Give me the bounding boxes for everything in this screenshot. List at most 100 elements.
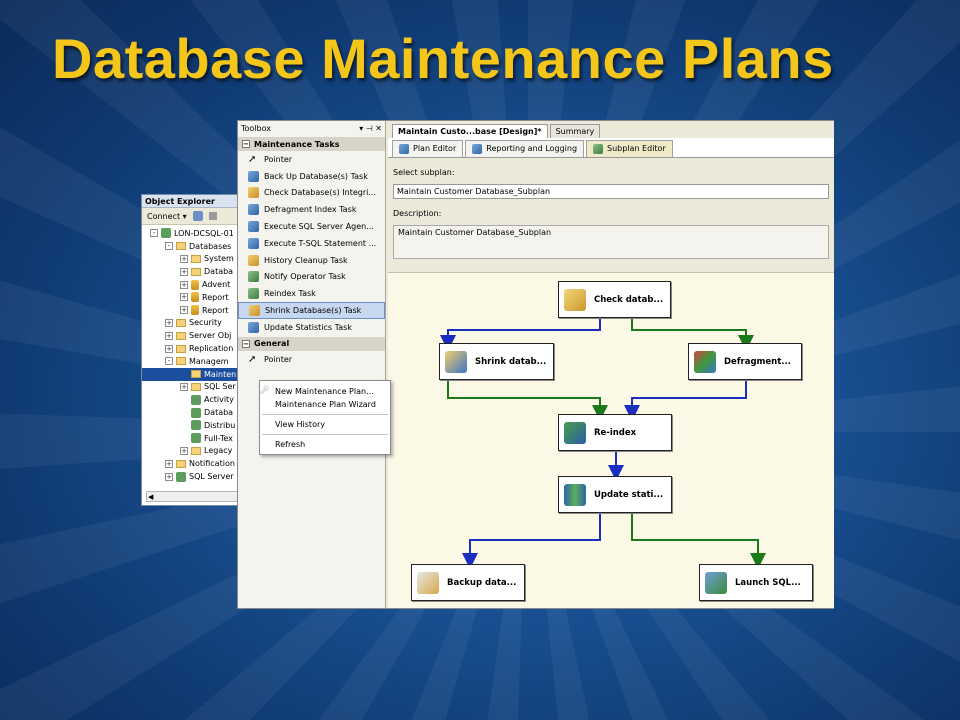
expand-icon[interactable]: + [180, 267, 188, 276]
collapse-icon[interactable]: − [242, 339, 250, 348]
expand-icon[interactable]: + [165, 318, 173, 327]
stop-icon[interactable] [208, 212, 217, 220]
toolbox-item[interactable]: Execute T-SQL Statement ... [238, 235, 385, 252]
tree-spacer [180, 434, 188, 442]
tree-item[interactable]: + Notification [142, 457, 244, 470]
expand-icon[interactable]: + [165, 344, 173, 353]
designer-sub-tabs: Plan Editor Reporting and Logging Subpla… [388, 138, 834, 158]
toolbox-item[interactable]: ➚Pointer [238, 151, 385, 168]
folder-icon [176, 459, 186, 468]
tree-item[interactable]: Distribu [142, 419, 244, 432]
folder-icon [176, 318, 186, 327]
toolbox-item[interactable]: Notify Operator Task [238, 269, 385, 286]
tab-design[interactable]: Maintain Custo...base [Design]* [392, 124, 548, 138]
expand-icon[interactable]: + [180, 254, 188, 263]
tab-summary[interactable]: Summary [549, 124, 601, 138]
expand-icon[interactable]: + [180, 382, 188, 391]
task-update-statistics[interactable]: Update stati... [558, 476, 672, 513]
tree-item[interactable]: Activity [142, 393, 244, 406]
gear-icon [191, 394, 201, 405]
toolbox-item[interactable]: Update Statistics Task [238, 319, 385, 336]
tree-item[interactable]: + Advent [142, 278, 244, 291]
subplan-select[interactable]: Maintain Customer Database_Subplan [393, 184, 829, 199]
collapse-icon[interactable]: - [165, 357, 173, 366]
shrink-database-icon [445, 350, 467, 373]
toolbox-section-maintenance-tasks[interactable]: − Maintenance Tasks [238, 137, 385, 151]
tree-item[interactable]: -Managem [142, 355, 244, 368]
folder-icon [191, 254, 201, 263]
horizontal-scrollbar[interactable]: ◀ [146, 491, 242, 502]
tree-item[interactable]: +System [142, 253, 244, 266]
collapse-icon[interactable]: - [165, 242, 173, 251]
tree-item[interactable]: Mainten [142, 367, 244, 381]
description-field[interactable]: Maintain Customer Database_Subplan [393, 225, 829, 259]
task-launch-sql-agent-job[interactable]: Launch SQL... [699, 564, 813, 601]
tab-reporting-logging[interactable]: Reporting and Logging [465, 140, 585, 157]
tree-item[interactable]: Full-Tex [142, 432, 244, 445]
toolbox-item-label: Execute SQL Server Agen... [264, 222, 374, 232]
toolbox-item-label: Update Statistics Task [264, 322, 352, 332]
collapse-icon[interactable]: − [242, 140, 250, 148]
toolbox-item-label: Shrink Database(s) Task [265, 306, 362, 316]
toolbox-item[interactable]: Execute SQL Server Agen... [238, 218, 385, 235]
filter-icon[interactable] [192, 211, 203, 221]
expand-icon[interactable]: + [180, 446, 188, 455]
task-defragment[interactable]: Defragment... [688, 343, 802, 380]
menu-refresh[interactable]: Refresh [275, 440, 306, 449]
tree-item-label: Server Obj [189, 331, 232, 341]
gear-icon [176, 471, 186, 482]
tree-item[interactable]: +Report [142, 291, 244, 304]
tree-item[interactable]: +SQL Server [142, 470, 244, 483]
menu-maintenance-plan-wizard[interactable]: Maintenance Plan Wizard [275, 400, 376, 409]
toolbox-item-label: Pointer [264, 354, 293, 364]
tree-item[interactable]: -LON-DCSQL-01 [142, 227, 244, 240]
reporting-icon [472, 144, 483, 154]
expand-icon[interactable]: + [180, 306, 188, 315]
toolbox-header-icons[interactable]: ▾ ⊣ ✕ [359, 124, 382, 133]
tree-item[interactable]: + Server Obj [142, 329, 244, 342]
tree-item[interactable]: + Databa [142, 265, 244, 278]
connect-button[interactable]: Connect ▾ [147, 211, 187, 221]
tree-item-label: Advent [202, 280, 231, 290]
task-reindex[interactable]: Re-index [558, 414, 672, 451]
connector-update-launch [631, 513, 766, 569]
toolbox-item[interactable]: Defragment Index Task [238, 201, 385, 218]
tree-spacer [180, 409, 188, 417]
tree-item[interactable]: Databa [142, 406, 244, 419]
toolbox-item[interactable]: Back Up Database(s) Task [238, 168, 385, 185]
toolbox-item[interactable]: Check Database(s) Integri... [238, 185, 385, 202]
tab-subplan-editor[interactable]: Subplan Editor [586, 140, 673, 157]
tree-item[interactable]: +Security [142, 317, 244, 330]
tree-item-label: Databa [204, 267, 234, 277]
expand-icon[interactable]: + [180, 280, 188, 289]
task-shrink-database[interactable]: Shrink datab... [439, 343, 554, 380]
toolbox-item[interactable]: ➚Pointer [238, 351, 385, 368]
tree-item[interactable]: +Replication [142, 342, 244, 355]
expand-icon[interactable]: + [165, 459, 173, 468]
expand-icon[interactable]: + [180, 293, 188, 302]
design-surface[interactable]: Check datab... Shrink datab... Defragmen… [388, 272, 834, 608]
collapse-icon[interactable]: - [150, 229, 158, 238]
slide-title: Database Maintenance Plans [52, 27, 834, 90]
expand-icon[interactable]: + [165, 472, 173, 481]
folder-icon [176, 357, 186, 366]
toolbox-item[interactable]: Shrink Database(s) Task [238, 302, 385, 319]
toolbox-item[interactable]: Reindex Task [238, 285, 385, 302]
tree-item[interactable]: +Report [142, 304, 244, 317]
tree-item[interactable]: +SQL Ser [142, 381, 244, 394]
scroll-left-icon[interactable]: ◀ [148, 493, 154, 501]
tree-item[interactable]: -Databases [142, 240, 244, 253]
task-check-integrity[interactable]: Check datab... [558, 281, 671, 318]
tree-item-label: Notification [189, 459, 235, 469]
task-backup-database[interactable]: Backup data... [411, 564, 525, 601]
toolbox-section-general[interactable]: − General [238, 336, 385, 351]
menu-new-maintenance-plan[interactable]: New Maintenance Plan... [275, 387, 374, 396]
document-tabs: Maintain Custo...base [Design]* Summary [388, 121, 834, 138]
menu-view-history[interactable]: View History [275, 420, 325, 429]
toolbox-item[interactable]: History Cleanup Task [238, 252, 385, 269]
toolbox-item-label: Reindex Task [264, 289, 316, 299]
expand-icon[interactable]: + [165, 331, 173, 340]
tree-item[interactable]: +Legacy [142, 445, 244, 458]
gear-icon [191, 433, 201, 444]
tab-plan-editor[interactable]: Plan Editor [392, 140, 464, 157]
